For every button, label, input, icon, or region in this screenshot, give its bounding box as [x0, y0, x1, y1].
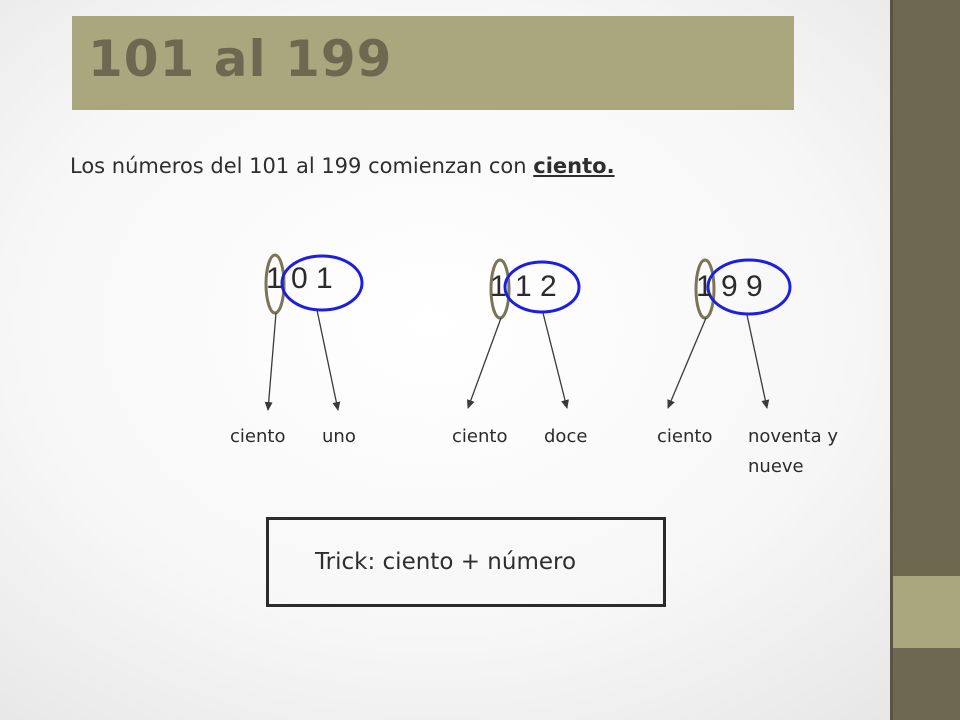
arrow-to-hundred-word	[667, 317, 707, 409]
word-rest-line1: noventa y	[748, 426, 839, 447]
arrow-to-rest-word	[746, 314, 770, 409]
arrow-to-rest-word	[542, 312, 569, 409]
right-bar-edge	[890, 0, 893, 720]
right-bar-light-segment	[890, 576, 960, 648]
arrow-to-hundred-word	[466, 317, 502, 409]
word-rest-line2: nueve	[748, 456, 804, 477]
hundreds-digit-ellipse	[694, 258, 716, 320]
number-breakdown-diagram: 1 0 1 ciento uno 1 1 2 ciento doce 1 9 9…	[230, 253, 839, 477]
intro-sentence: Los números del 101 al 199 comienzan con…	[70, 154, 615, 178]
rest-digits-ellipse	[503, 260, 581, 314]
word-rest: uno	[322, 426, 356, 447]
arrow-to-hundred-word	[264, 312, 277, 411]
diagram-graphics	[264, 253, 792, 411]
hundreds-digit-ellipse	[264, 253, 286, 315]
example-number-101: 1 0 1	[266, 262, 333, 295]
rest-digits-ellipse	[280, 254, 364, 312]
word-hundred: ciento	[657, 426, 713, 447]
word-rest: doce	[544, 426, 588, 447]
intro-text: Los números del 101 al 199 comienzan con	[70, 154, 534, 178]
hundreds-digit-ellipse	[489, 258, 511, 320]
right-bar-dark-segment	[890, 0, 960, 576]
arrow-to-rest-word	[316, 309, 341, 411]
example-number-199: 1 9 9	[696, 270, 763, 303]
slide-title: 101 al 199	[88, 30, 393, 88]
example-number-112: 1 1 2	[490, 270, 557, 303]
word-hundred: ciento	[230, 426, 286, 447]
right-bar-dark-segment-bottom	[890, 648, 960, 720]
rest-digits-ellipse	[706, 258, 792, 316]
title-banner: 101 al 199	[72, 16, 794, 110]
intro-keyword: ciento.	[533, 154, 615, 178]
trick-text: Trick: ciento + número	[315, 549, 577, 575]
word-hundred: ciento	[452, 426, 508, 447]
right-decorative-bar	[890, 0, 960, 720]
trick-box: Trick: ciento + número	[266, 517, 666, 607]
